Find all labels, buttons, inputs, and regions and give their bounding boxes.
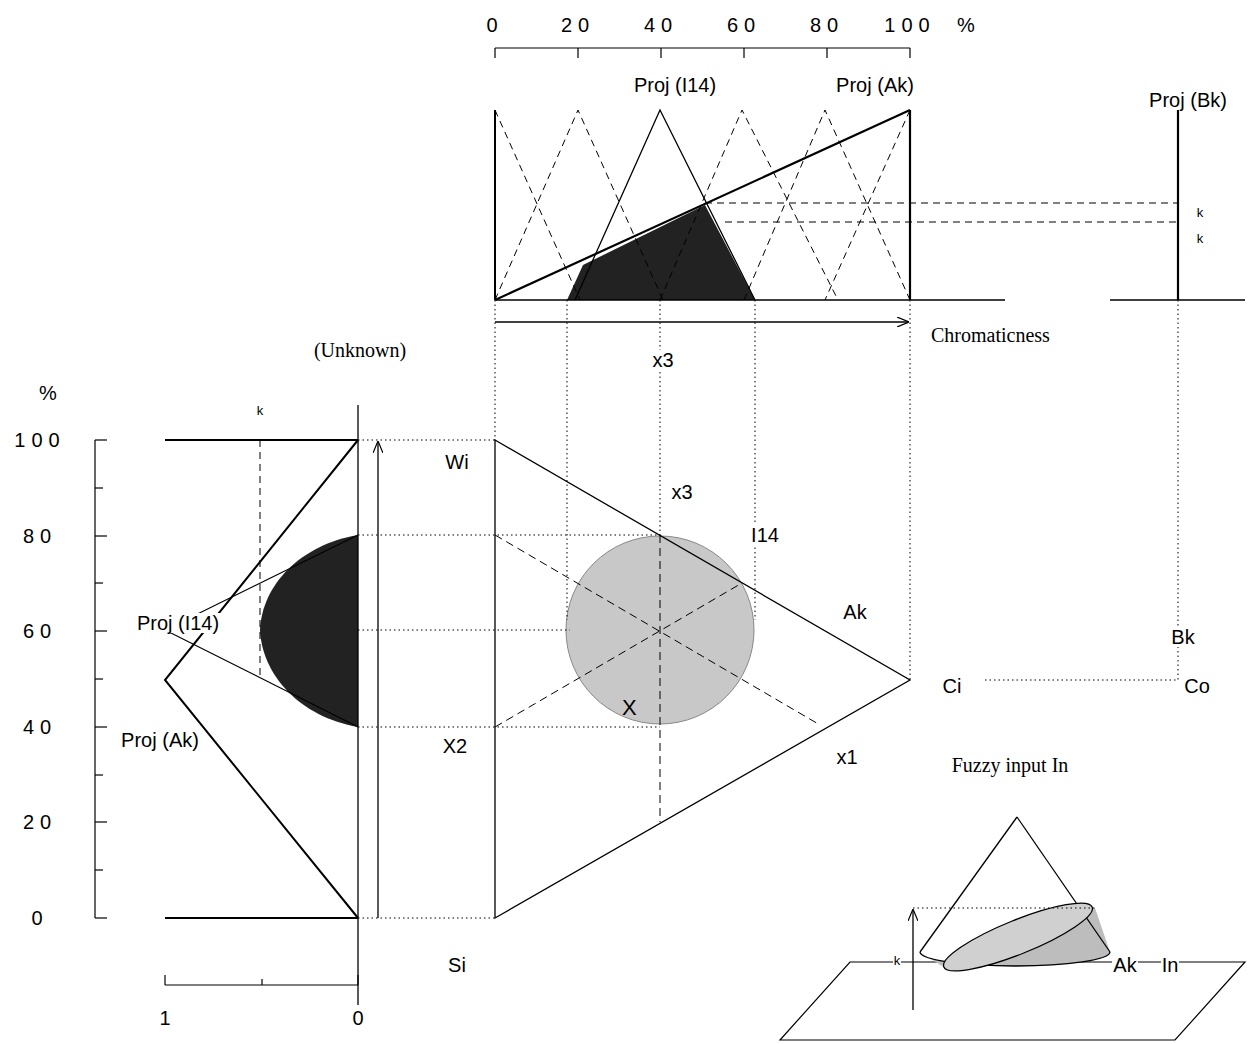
label: %: [956, 15, 976, 35]
label: 20: [560, 15, 596, 35]
label: Ak: [842, 602, 867, 622]
label: Bk: [1170, 627, 1195, 647]
label: %: [38, 383, 58, 403]
label: Proj (Bk): [1148, 90, 1228, 110]
label: 1: [158, 1008, 171, 1028]
label: X2: [442, 736, 468, 756]
label: 60: [726, 15, 762, 35]
label: Ci: [942, 676, 963, 696]
label: k: [256, 404, 265, 417]
label: k: [1196, 206, 1205, 219]
label: Co: [1183, 676, 1211, 696]
node-text: X: [622, 697, 637, 719]
label: x3: [651, 350, 674, 370]
label: 80: [809, 15, 845, 35]
label: Wi: [444, 452, 469, 472]
label: k: [893, 954, 902, 967]
label: k: [1196, 232, 1205, 245]
label: 100: [13, 430, 66, 450]
label: 0: [30, 908, 49, 928]
label: Ak: [1112, 955, 1137, 975]
label: Chromaticness: [930, 325, 1051, 345]
label: I14: [750, 525, 780, 545]
label: 20: [22, 812, 58, 832]
label: 60: [22, 621, 58, 641]
label: Si: [447, 955, 467, 975]
label: Fuzzy input In: [951, 755, 1070, 775]
label: Proj (Ak): [835, 75, 915, 95]
label: 80: [22, 526, 58, 546]
label: x3: [670, 482, 693, 502]
label: In: [1161, 955, 1180, 975]
label: 0: [485, 15, 504, 35]
label: 100: [883, 15, 936, 35]
label: Proj (I14): [136, 613, 220, 633]
label: 40: [22, 717, 58, 737]
label: Proj (I14): [633, 75, 717, 95]
label: (Unknown): [313, 340, 407, 360]
label: 40: [643, 15, 679, 35]
label: Proj (Ak): [120, 730, 200, 750]
label: x1: [835, 747, 858, 767]
label: 0: [351, 1008, 364, 1028]
